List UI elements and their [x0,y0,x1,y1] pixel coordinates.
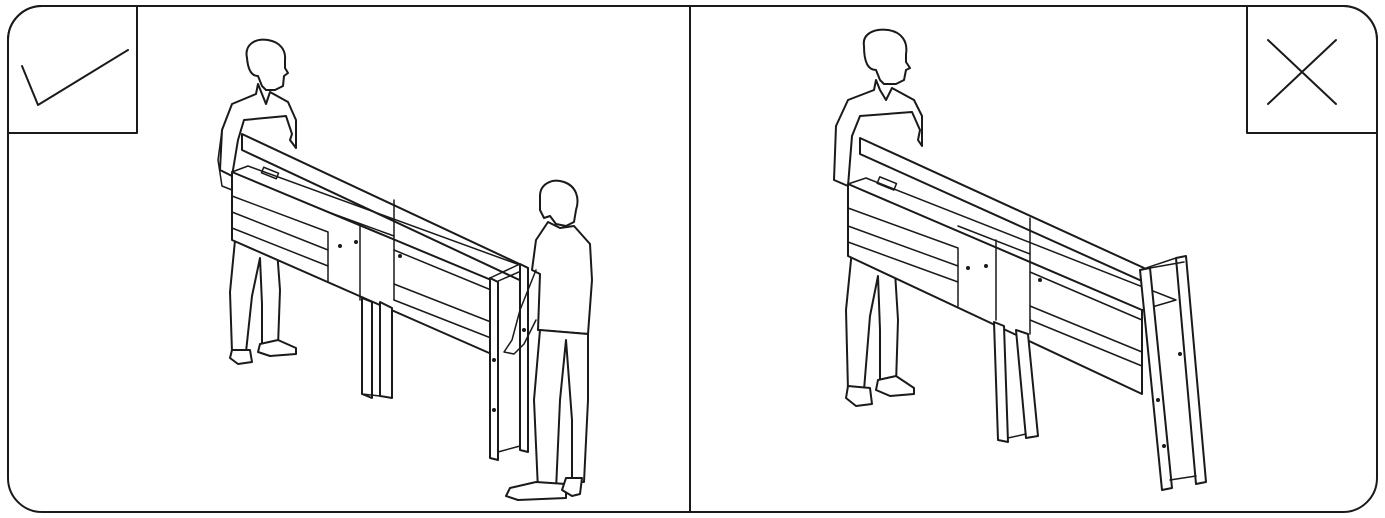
panel-incorrect [834,6,1377,490]
shelf-tilted [848,138,1206,490]
person-right [504,181,592,500]
x-icon [1268,40,1336,104]
check-box [8,6,137,133]
check-icon [22,50,128,105]
x-box [1247,6,1377,133]
panel-correct [8,6,592,500]
